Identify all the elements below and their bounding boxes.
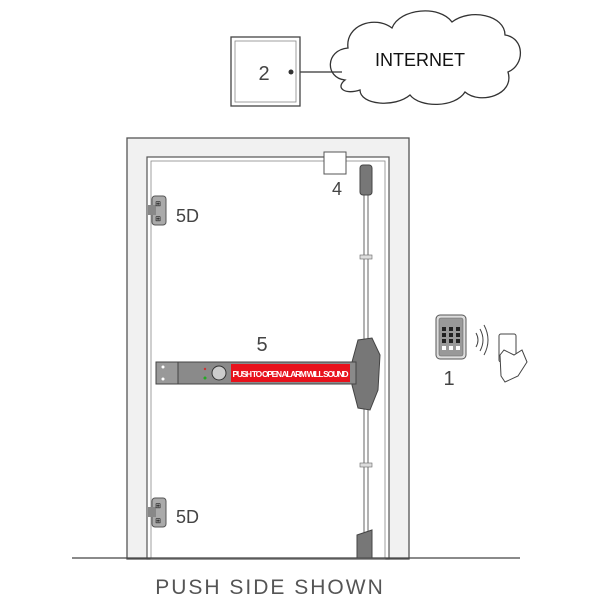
svg-text:⊞: ⊞ (155, 518, 161, 525)
controller-label: 2 (258, 63, 269, 85)
keypad-reader (435, 314, 467, 360)
internet-cloud: INTERNET (329, 10, 521, 106)
hinge-top-label: 5D (176, 206, 199, 226)
push-bar-exit-device: PUSH TO OPEN ALARM WILL SOUND (155, 337, 381, 411)
hinge-bottom: ⊞ ⊞ (148, 497, 167, 528)
door-sensor (323, 151, 347, 175)
hinge-top: ⊞ ⊞ (148, 195, 167, 226)
caption: PUSH SIDE SHOWN (155, 576, 385, 599)
push-bar-text: PUSH TO OPEN ALARM WILL SOUND (233, 369, 349, 379)
door-frame (126, 137, 410, 560)
hand-card-icon (498, 333, 528, 383)
internet-label: INTERNET (375, 50, 465, 70)
svg-text:⊞: ⊞ (155, 216, 161, 223)
hinge-bottom-label: 5D (176, 507, 199, 527)
exit-device-label: 5 (256, 334, 267, 356)
svg-text:⊞: ⊞ (155, 503, 161, 510)
reader-label: 1 (443, 368, 454, 390)
sensor-label: 4 (332, 179, 342, 199)
wireless-signal-icon (475, 324, 489, 356)
controller-box: 2 (230, 36, 301, 107)
svg-text:⊞: ⊞ (155, 201, 161, 208)
